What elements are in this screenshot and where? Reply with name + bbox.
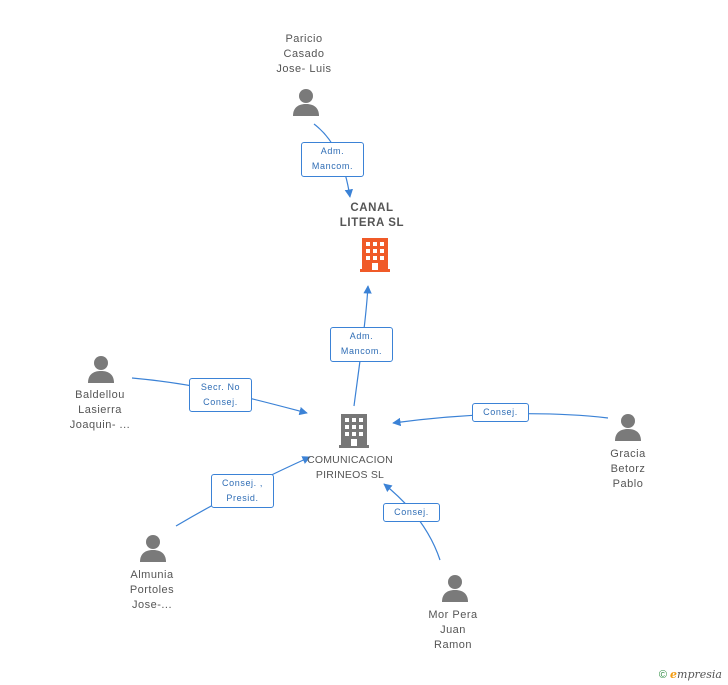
edge-label-mor-comunicacion[interactable]: Consej. [383, 503, 440, 522]
baldellou-label[interactable]: Baldellou Lasierra Joaquin- ... [69, 389, 131, 431]
edge-label-baldellou-comunicacion[interactable]: Secr. No Consej. [189, 378, 252, 412]
empresia-footer[interactable]: © empresia [659, 668, 722, 681]
canal-litera-building-icon[interactable] [360, 238, 390, 272]
almunia-label[interactable]: Almunia Portoles Jose-... [129, 569, 175, 611]
edge-label-almunia-comunicacion[interactable]: Consej. , Presid. [211, 474, 274, 508]
comunicacion-pirineos-building-icon[interactable] [339, 414, 369, 448]
copyright-icon: © [658, 669, 667, 681]
paricio-label[interactable]: Paricio Casado Jose- Luis [276, 33, 332, 75]
baldellou-person-icon[interactable] [87, 355, 115, 383]
mor-label[interactable]: Mor Pera Juan Ramon [428, 609, 478, 651]
gracia-person-icon[interactable] [614, 413, 642, 441]
empresia-logo: empresia [670, 668, 722, 681]
edge-mor-comunicacion [383, 483, 441, 561]
canal-litera-label[interactable]: CANAL LITERA SL [339, 202, 405, 229]
comunicacion-pirineos-label[interactable]: COMUNICACION PIRINEOS SL [307, 454, 393, 481]
paricio-person-icon[interactable] [292, 88, 320, 116]
mor-person-icon[interactable] [441, 574, 469, 602]
edge-label-paricio-canal[interactable]: Adm. Mancom. [301, 142, 364, 177]
almunia-person-icon[interactable] [139, 534, 167, 562]
edge-label-comunicacion-canal[interactable]: Adm. Mancom. [330, 327, 393, 362]
gracia-label[interactable]: Gracia Betorz Pablo [610, 448, 646, 490]
edge-label-gracia-comunicacion[interactable]: Consej. [472, 403, 529, 422]
